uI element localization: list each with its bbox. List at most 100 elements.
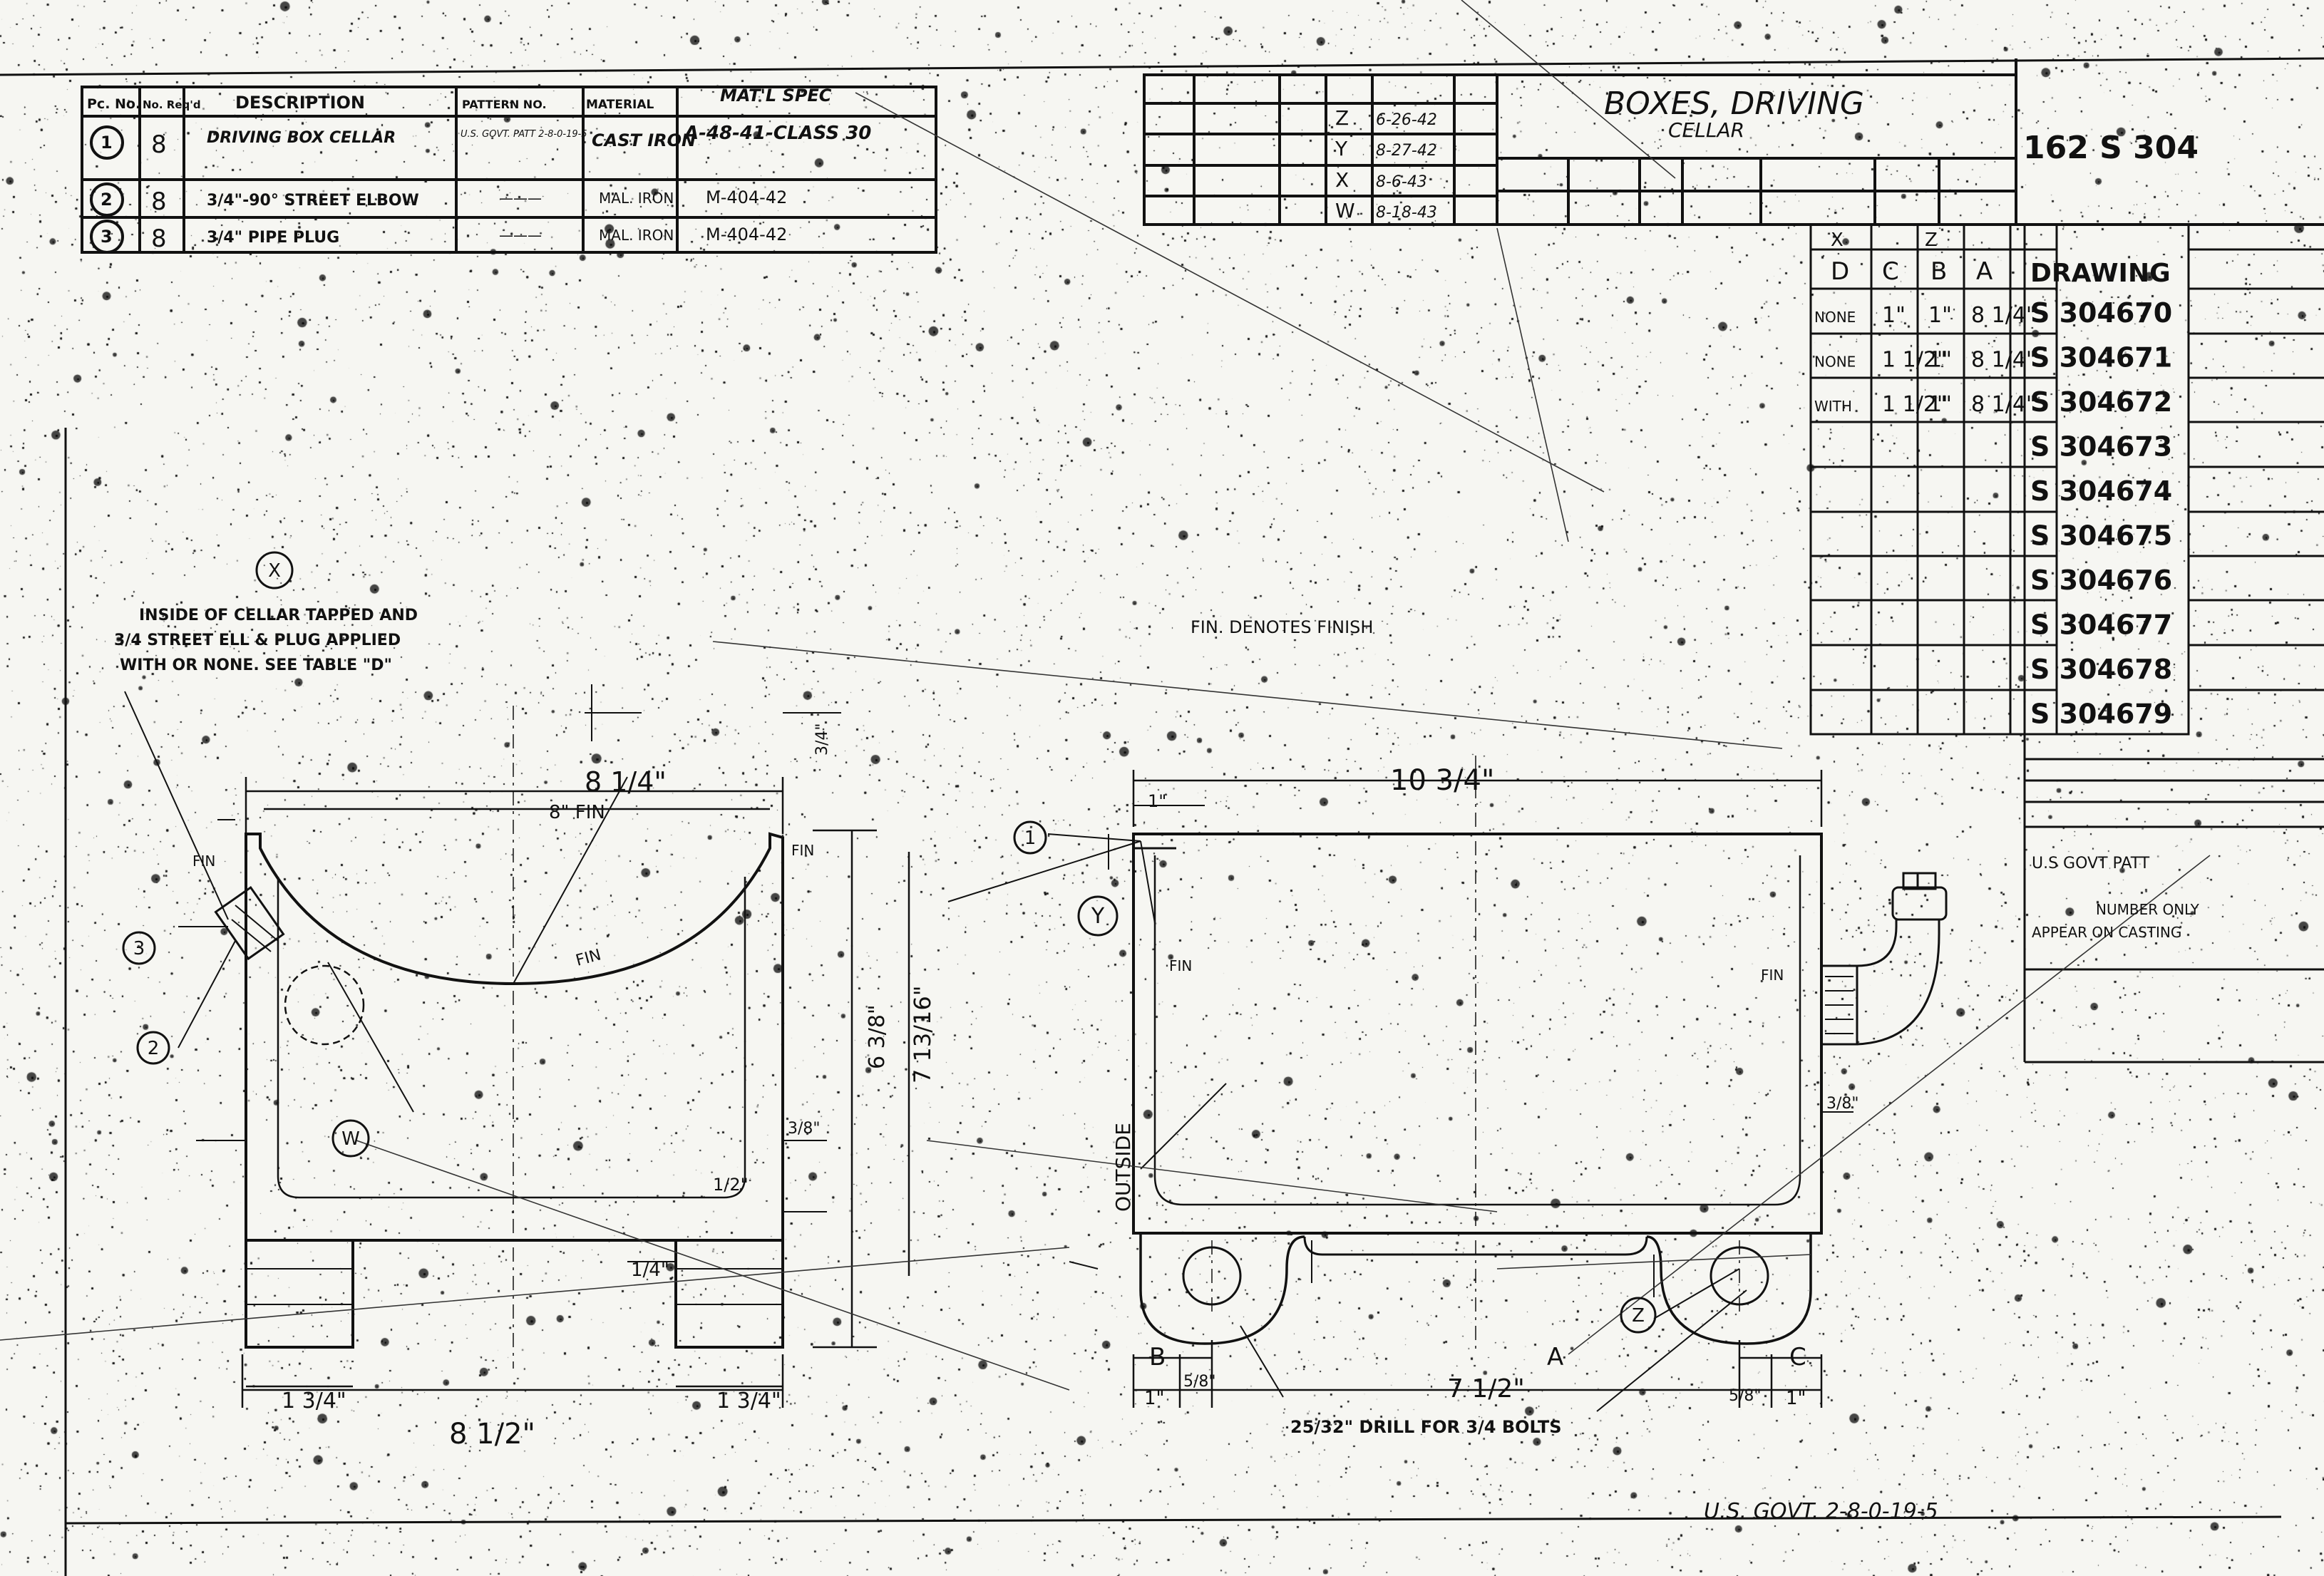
note-inside-line-1: INSIDE OF CELLAR TAPPED AND <box>139 607 418 624</box>
dash-row-3-b: 1" <box>1928 392 1952 417</box>
drawing-number: 162 S 304 <box>2023 130 2199 166</box>
bom-row-2-qty: 8 <box>151 187 167 216</box>
title-text: BOXES, DRIVING CELLAR 162 S 304 <box>1604 86 2199 166</box>
dim-foot-right: 1 3/4" <box>716 1389 781 1413</box>
dash-row-10-drawing: S 304679 <box>2030 699 2172 730</box>
dimension-text: 8 1/4" 8" FIN 8 1/2" 1 3/4" 1 3/4" 7 13/… <box>192 723 1859 1451</box>
bom-row-2-pc: 2 <box>101 190 113 210</box>
drawing-subtitle: CELLAR <box>1668 118 1744 142</box>
front-view-inner-wall <box>277 877 746 1199</box>
notes-text: INSIDE OF CELLAR TAPPED AND 3/4 STREET E… <box>114 607 2200 1524</box>
bom-row-3-pattern: ——— <box>499 227 542 244</box>
dash-row-2-b: 1" <box>1928 348 1952 373</box>
callout-x-circle <box>255 551 294 589</box>
dash-row-2-a: 8 1/4" <box>1971 348 2036 373</box>
rev-3-date: 8-6-43 <box>1376 173 1427 191</box>
callout-w: W <box>341 1128 360 1150</box>
bom-header-spec: MAT'L SPEC <box>720 86 832 105</box>
dim-top-margin: 1" <box>1148 791 1166 811</box>
bom-row-1-pattern: U.S. GOVT. PATT 2-8-0-19-5 <box>461 129 587 140</box>
dim-bolt-spacing: 7 1/2" <box>1447 1374 1525 1404</box>
bom-header-pc: Pc. No. <box>87 96 140 112</box>
dim-bottom-width: 8 1/2" <box>449 1418 535 1451</box>
rev-3-letter: X <box>1335 168 1349 192</box>
bom-row-2-material: MAL. IRON <box>599 190 674 207</box>
dim-small-2: 1/2" <box>713 1175 749 1195</box>
callout-3-circle <box>122 931 156 965</box>
callout-x: X <box>268 560 281 582</box>
dim-small-1: 1/4" <box>631 1260 669 1281</box>
dash-row-1-drawing: S 304670 <box>2030 297 2172 329</box>
bom-row-3-qty: 8 <box>151 225 167 253</box>
dim-top-width: 8 1/4" <box>585 766 667 798</box>
callout-1: 1 <box>1024 828 1037 849</box>
callout-2-circle <box>136 1031 170 1065</box>
dash-row-6-drawing: S 304675 <box>2030 520 2172 552</box>
callout-z: Z <box>1632 1305 1645 1327</box>
dash-row-5-drawing: S 304674 <box>2030 475 2172 507</box>
side-view-outline <box>1132 833 1823 1235</box>
bom-row-1-spec: A-48-41-CLASS 30 <box>683 123 871 144</box>
dash-row-1-b: 1" <box>1928 303 1952 328</box>
dim-fin-fitting: FIN <box>1761 967 1784 984</box>
side-lug-left <box>1139 1233 1305 1345</box>
dash-table-text: X Z D C B A DRAWING <box>1831 230 2171 288</box>
dim-foot-left: 1 3/4" <box>282 1389 346 1413</box>
callout-z-circle <box>1620 1297 1657 1334</box>
revision-table <box>1143 73 1498 226</box>
note-inside-line-2: 3/4 STREET ELL & PLUG APPLIED <box>114 632 401 649</box>
rev-4-letter: W <box>1335 199 1355 222</box>
bom-headers: Pc. No. No. Req'd DESCRIPTION PATTERN NO… <box>87 86 832 113</box>
rev-2-letter: Y <box>1335 137 1348 160</box>
dash-row-1-a: 8 1/4" <box>1971 303 2036 328</box>
dim-outside-label: OUTSIDE <box>1111 1123 1135 1212</box>
dim-small-4: 3/4" <box>813 723 831 756</box>
dim-small-3: 3/8" <box>788 1120 821 1138</box>
dash-header-b: B <box>1930 257 1947 286</box>
dash-row-3-drawing: S 304672 <box>2030 386 2172 418</box>
dim-label-a: A <box>1547 1343 1563 1371</box>
bom-header-pattern: PATTERN NO. <box>462 98 547 111</box>
dim-fin-right: FIN <box>791 842 814 859</box>
bom-table <box>81 86 937 254</box>
center-lines <box>513 706 1740 1369</box>
dim-side-length: 10 3/4" <box>1390 764 1494 797</box>
dash-table <box>1809 223 2324 736</box>
title-block <box>1496 58 2324 226</box>
rev-4-date: 8-18-43 <box>1376 204 1437 222</box>
bom-header-qty: No. Req'd <box>143 98 201 111</box>
callout-3: 3 <box>133 938 145 959</box>
dash-header-drawing: DRAWING <box>2030 259 2171 288</box>
front-view-outline <box>245 832 784 1242</box>
dash-row-7-drawing: S 304676 <box>2030 565 2172 596</box>
front-foot-left <box>245 1239 354 1349</box>
callout-labels: 1 2 3 X Y W Z <box>133 560 1645 1327</box>
bom-row-3-spec: M-404-42 <box>706 225 787 244</box>
dim-side-right-2: 1" <box>1786 1388 1806 1409</box>
street-elbow-fitting <box>214 885 285 961</box>
bom-row-3-material: MAL. IRON <box>599 227 674 244</box>
drawing-title: BOXES, DRIVING <box>1604 86 1864 122</box>
front-dimensions <box>196 684 910 1408</box>
rev-1-letter: Z <box>1335 106 1349 130</box>
revision-rows: Z 6-26-42 Y 8-27-42 X 8-6-43 W 8-18-43 <box>1335 106 1437 222</box>
bom-header-material: MATERIAL <box>586 98 654 112</box>
bom-row-1-pc: 1 <box>101 133 113 153</box>
note-footer: U.S. GOVT. 2-8-0-19-5 <box>1704 1499 1938 1524</box>
side-view-inner <box>1153 855 1801 1206</box>
side-view <box>1132 833 1948 1345</box>
rev-1-date: 6-26-42 <box>1376 111 1437 129</box>
callout-w-circle <box>331 1119 370 1158</box>
note-drill: 25/32" DRILL FOR 3/4 BOLTS <box>1290 1417 1562 1437</box>
callout-circles <box>122 551 1657 1334</box>
dash-row-1-c: 1" <box>1882 303 1906 328</box>
dim-wall: 3/8" <box>1826 1095 1859 1113</box>
front-foot-right <box>674 1239 784 1349</box>
bom-row-1-material: CAST IRON <box>592 130 696 150</box>
bom-row-1-qty: 8 <box>151 130 167 159</box>
bom-rows: 1 8 DRIVING BOX CELLAR U.S. GOVT. PATT 2… <box>101 123 871 253</box>
dim-fin-left: FIN <box>192 853 215 870</box>
dash-group-z: Z <box>1925 230 1938 251</box>
